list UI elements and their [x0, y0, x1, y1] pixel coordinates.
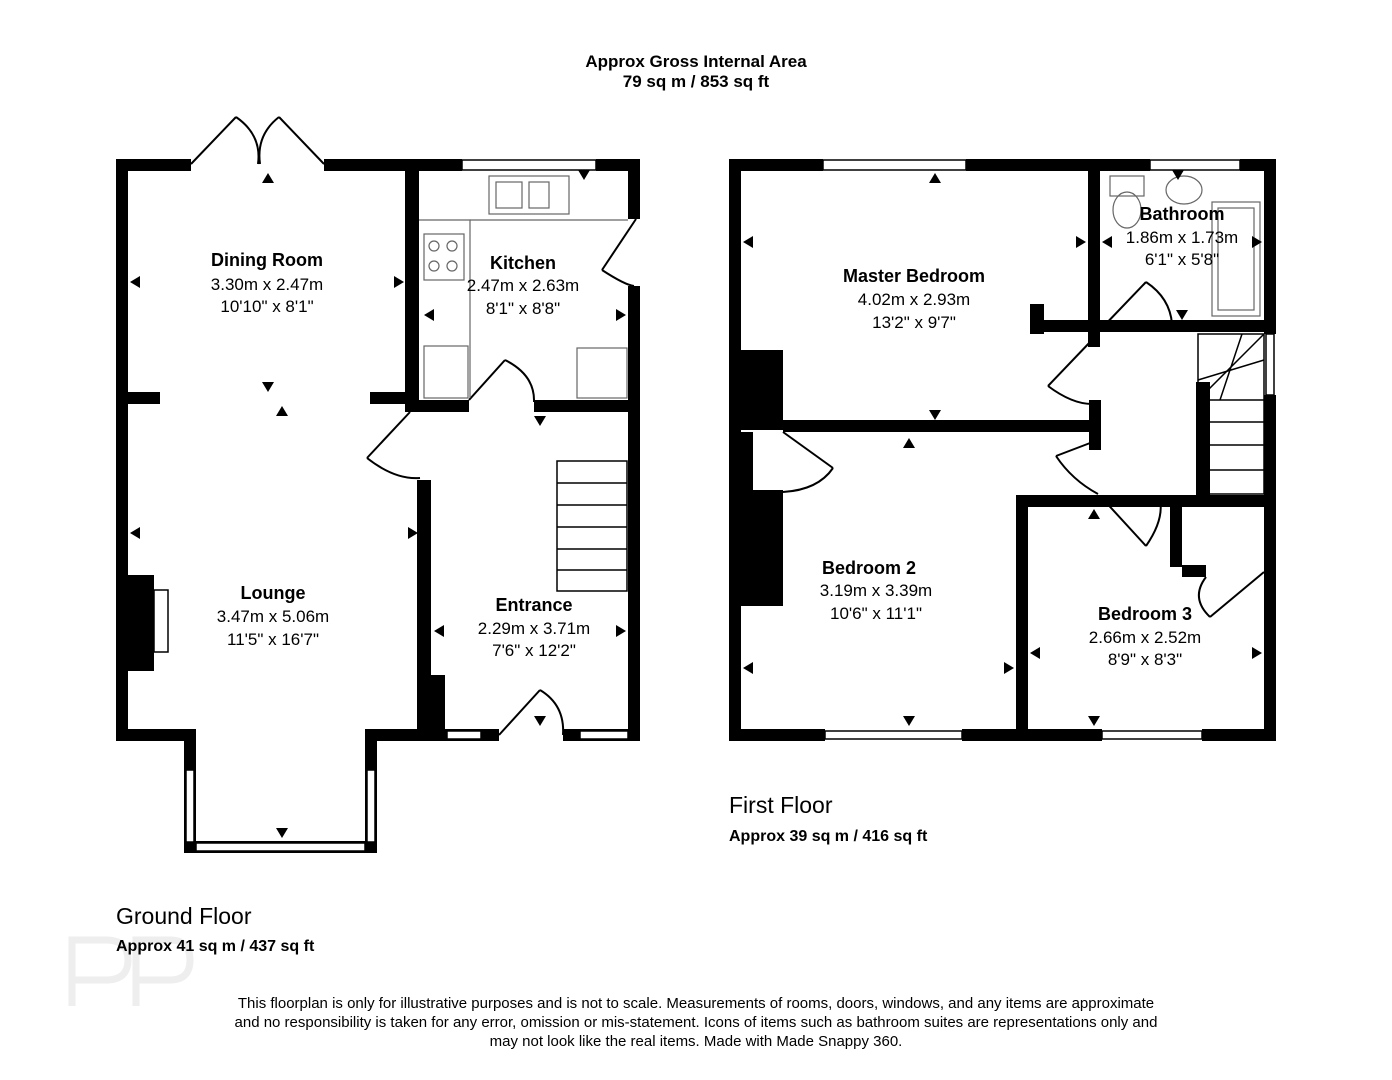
lounge-name: Lounge	[241, 583, 306, 603]
bedroom-3-metric: 2.66m x 2.52m	[1089, 628, 1201, 647]
first-floor-area: Approx 39 sq m / 416 sq ft	[729, 828, 928, 845]
ground-floor-dimension-markers	[130, 170, 626, 838]
dining-room-metric: 3.30m x 2.47m	[211, 275, 323, 294]
bedroom-3-name: Bedroom 3	[1098, 604, 1192, 624]
bathroom-metric: 1.86m x 1.73m	[1126, 228, 1238, 247]
disclaimer-line-2: and no responsibility is taken for any e…	[234, 1014, 1158, 1031]
gross-area-header: Approx Gross Internal Area 79 sq m / 853…	[0, 52, 1392, 92]
bedroom-2-metric: 3.19m x 3.39m	[820, 581, 932, 600]
kitchen-fittings	[419, 175, 628, 399]
first-floor-stairs	[1197, 333, 1265, 495]
dining-room-name: Dining Room	[211, 250, 323, 270]
entrance-metric: 2.29m x 3.71m	[478, 619, 590, 638]
disclaimer-line-1: This floorplan is only for illustrative …	[237, 995, 1155, 1012]
gross-area-value: 79 sq m / 853 sq ft	[622, 72, 770, 91]
kitchen-imperial: 8'1" x 8'8"	[486, 299, 560, 318]
disclaimer-line-3: may not look like the real items. Made w…	[489, 1033, 903, 1050]
bathroom-imperial: 6'1" x 5'8"	[1145, 250, 1219, 269]
bedroom-3-imperial: 8'9" x 8'3"	[1108, 650, 1182, 669]
dining-room-imperial: 10'10" x 8'1"	[220, 297, 313, 316]
lounge-metric: 3.47m x 5.06m	[217, 607, 329, 626]
bedroom-2-name: Bedroom 2	[822, 558, 916, 578]
bathroom-fittings	[1109, 175, 1261, 317]
kitchen-name: Kitchen	[490, 253, 556, 273]
master-bedroom-metric: 4.02m x 2.93m	[858, 290, 970, 309]
master-bedroom-name: Master Bedroom	[843, 266, 985, 286]
first-floor-plan: Master Bedroom 4.02m x 2.93m 13'2" x 9'7…	[729, 159, 1276, 741]
bedroom-2-imperial: 10'6" x 11'1"	[830, 604, 922, 623]
ground-floor-area: Approx 41 sq m / 437 sq ft	[116, 938, 315, 955]
ppi-watermark-logo	[68, 936, 194, 1006]
entrance-imperial: 7'6" x 12'2"	[492, 641, 576, 660]
disclaimer: This floorplan is only for illustrative …	[150, 994, 1242, 1051]
first-floor-doors	[782, 281, 1265, 618]
ground-floor-walls	[116, 159, 640, 853]
ground-floor-doors	[366, 218, 637, 736]
ground-floor-stairs	[556, 460, 628, 592]
first-floor-title: First Floor	[729, 792, 833, 818]
ground-floor-title: Ground Floor	[116, 903, 252, 929]
master-bedroom-imperial: 13'2" x 9'7"	[872, 313, 956, 332]
first-floor-dimension-markers	[743, 170, 1262, 726]
first-floor-walls	[729, 159, 1276, 741]
kitchen-metric: 2.47m x 2.63m	[467, 276, 579, 295]
bathroom-name: Bathroom	[1140, 204, 1225, 224]
ground-floor-plan: Dining Room 3.30m x 2.47m 10'10" x 8'1" …	[116, 116, 640, 853]
entrance-name: Entrance	[495, 595, 572, 615]
lounge-imperial: 11'5" x 16'7"	[227, 630, 319, 649]
first-floor-windows	[822, 159, 1275, 740]
gross-area-title: Approx Gross Internal Area	[585, 52, 807, 71]
ground-floor-windows	[185, 159, 629, 852]
fireplace-hearth	[153, 589, 169, 653]
french-doors	[190, 116, 325, 165]
